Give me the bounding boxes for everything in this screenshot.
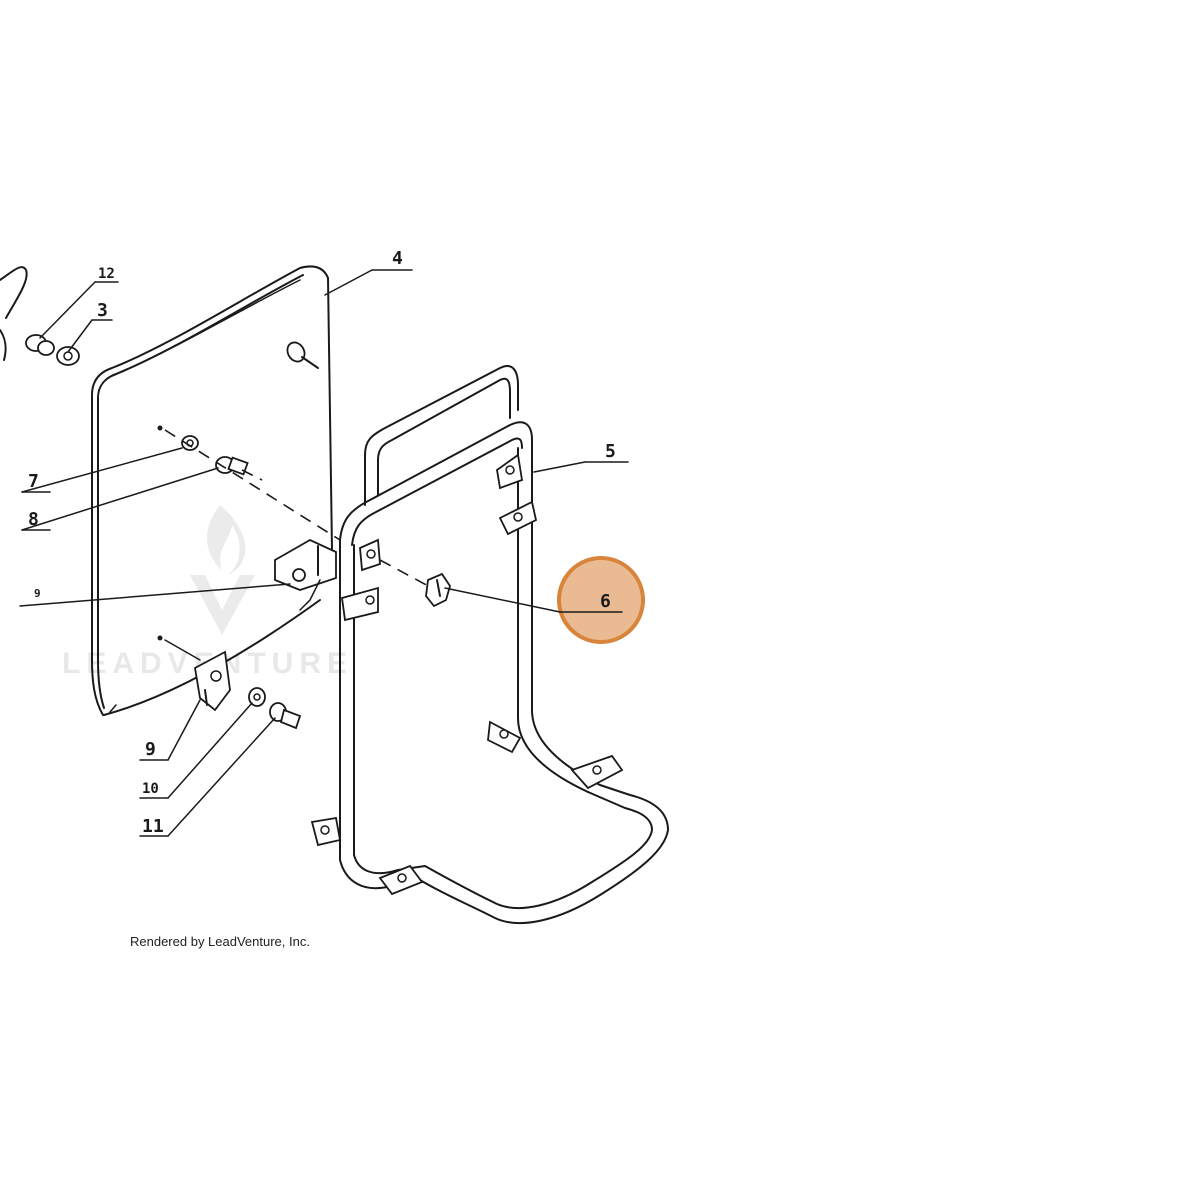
washer-3 bbox=[56, 346, 80, 366]
callout-3[interactable]: 3 bbox=[97, 300, 108, 321]
callout-6[interactable]: 6 bbox=[600, 591, 611, 612]
watermark: LEADVENTURE bbox=[62, 505, 347, 680]
credit-line: Rendered by LeadVenture, Inc. bbox=[130, 934, 310, 949]
watermark-flame-icon bbox=[207, 505, 246, 575]
bracket-part-9 bbox=[274, 538, 337, 611]
callout-7[interactable]: 7 bbox=[28, 471, 39, 492]
frame-part-5 bbox=[339, 365, 669, 925]
callout-8[interactable]: 8 bbox=[28, 509, 39, 530]
callout-4[interactable]: 4 bbox=[392, 248, 403, 269]
callout-9-upper[interactable]: 9 bbox=[34, 587, 41, 600]
washer-10 bbox=[248, 687, 266, 707]
callout-5[interactable]: 5 bbox=[605, 441, 616, 462]
wing-nut-part-6 bbox=[379, 559, 451, 608]
clamp-part-9 bbox=[194, 650, 231, 712]
highlight-circle[interactable] bbox=[557, 556, 645, 644]
washer-12 bbox=[25, 334, 55, 356]
handle-fragment bbox=[0, 266, 28, 361]
leader-lines bbox=[19, 269, 629, 837]
panel-stud bbox=[286, 341, 319, 369]
bolt-11 bbox=[269, 702, 302, 730]
watermark-v-icon bbox=[190, 575, 255, 635]
callout-labels: 12 3 4 5 6 7 8 9 9 10 11 bbox=[28, 248, 616, 837]
callout-11[interactable]: 11 bbox=[142, 816, 164, 837]
callout-12[interactable]: 12 bbox=[98, 266, 115, 282]
callout-9-lower[interactable]: 9 bbox=[145, 739, 156, 760]
frame-lugs bbox=[310, 453, 624, 896]
callout-10[interactable]: 10 bbox=[142, 781, 159, 797]
